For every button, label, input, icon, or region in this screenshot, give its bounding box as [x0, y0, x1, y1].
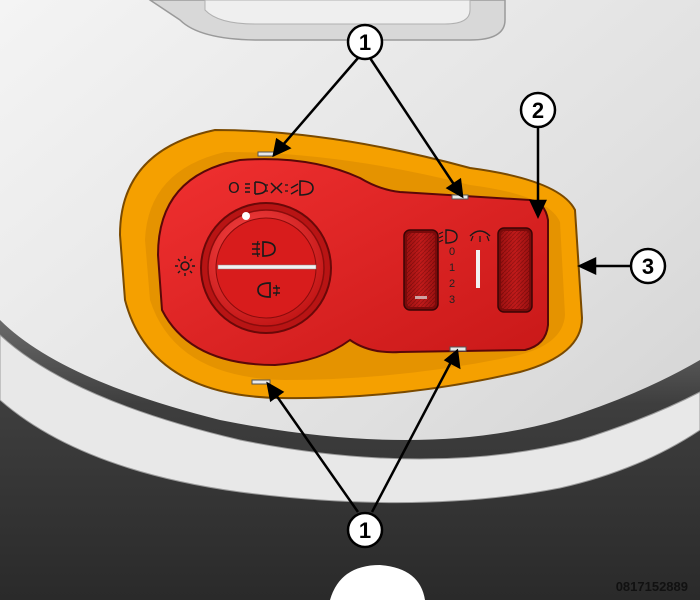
low-beam-icon — [290, 180, 314, 196]
knob-indicator-dot — [242, 212, 250, 220]
front-fog-icon — [252, 240, 276, 258]
leader-lines — [266, 57, 630, 513]
lower-light-band — [0, 334, 700, 504]
off-symbol: O — [228, 179, 240, 197]
parking-lights-icon — [265, 182, 288, 194]
right-thumbwheel[interactable] — [497, 227, 533, 313]
lower-blob — [330, 565, 425, 600]
callout-3: 3 — [629, 247, 667, 285]
svg-text:2: 2 — [532, 98, 544, 123]
scale-2: 2 — [449, 278, 455, 290]
interior-light-icon — [469, 230, 491, 242]
headlamp-level-icon — [438, 229, 458, 244]
figure-code: 0817152889 — [615, 579, 688, 594]
rear-fog-icon — [257, 282, 280, 298]
auto-headlight-icon — [245, 181, 267, 195]
upper-trim-inner — [204, 0, 471, 25]
svg-text:3: 3 — [642, 254, 654, 279]
left-thumbwheel[interactable] — [403, 229, 439, 311]
knob-divider-line — [217, 264, 317, 270]
clip-top-left — [257, 151, 275, 157]
scale-1: 1 — [449, 262, 455, 274]
scale-0: 0 — [449, 246, 455, 258]
callout-1-bottom: 1 — [346, 511, 384, 549]
svg-text:1: 1 — [359, 518, 371, 543]
callout-1-top: 1 — [346, 23, 384, 61]
scale-3: 3 — [449, 294, 455, 306]
headlight-rotary-knob[interactable] — [200, 202, 332, 334]
svg-text:1: 1 — [359, 30, 371, 55]
callout-2: 2 — [519, 91, 557, 129]
clip-bottom-left — [251, 379, 271, 385]
dimmer-icon — [175, 256, 195, 276]
scale-bar — [476, 250, 480, 288]
